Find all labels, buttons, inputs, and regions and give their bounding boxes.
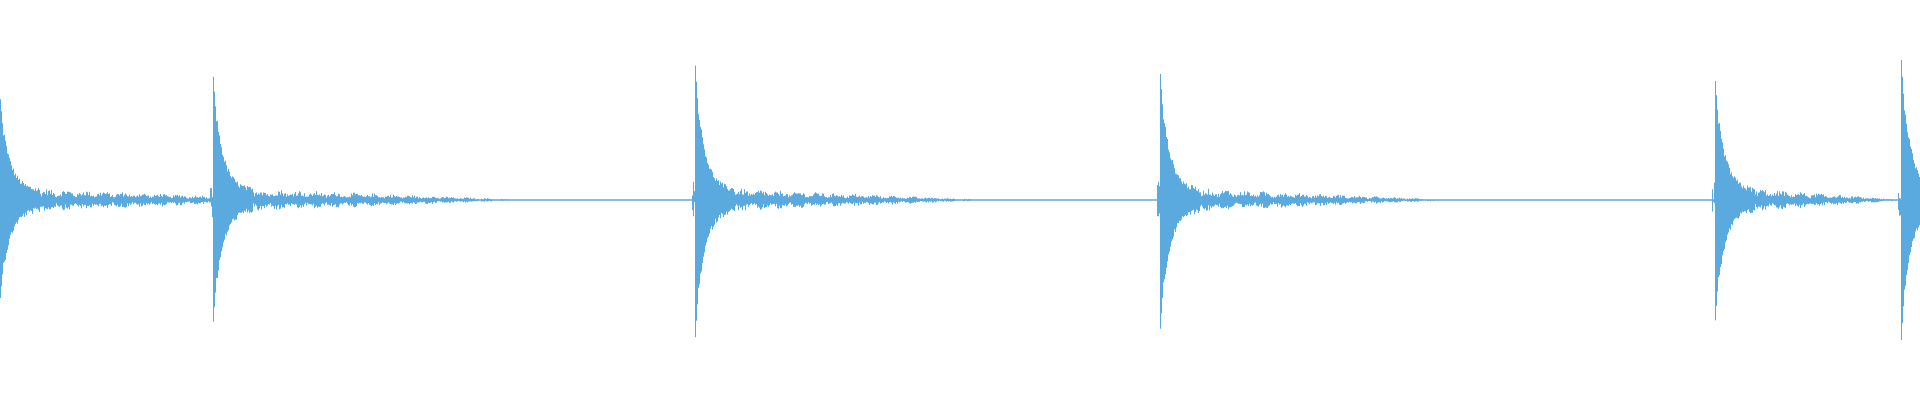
waveform-bars — [0, 60, 1920, 340]
